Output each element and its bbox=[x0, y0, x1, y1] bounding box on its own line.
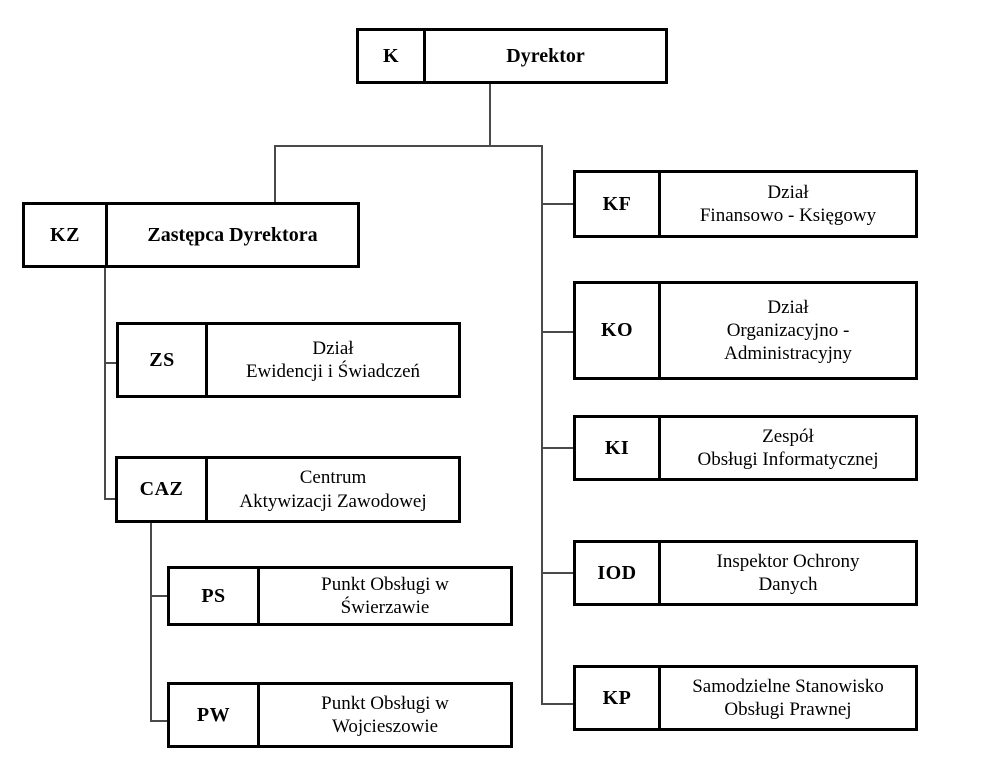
connector-to-deputy bbox=[274, 145, 276, 202]
connector-stub-pw bbox=[150, 720, 169, 722]
node-ko-code: KO bbox=[576, 284, 661, 377]
connector-deputy-trunk bbox=[104, 268, 106, 499]
connector-stub-caz bbox=[104, 498, 117, 500]
node-ki[interactable]: KI Zespół Obsługi Informatycznej bbox=[573, 415, 918, 481]
node-director[interactable]: K Dyrektor bbox=[356, 28, 668, 84]
node-kf[interactable]: KF Dział Finansowo - Księgowy bbox=[573, 170, 918, 238]
node-iod-code: IOD bbox=[576, 543, 661, 603]
node-kf-name: Dział Finansowo - Księgowy bbox=[699, 181, 877, 226]
node-caz-code: CAZ bbox=[118, 459, 208, 520]
node-iod-name: Inspektor Ochrony Danych bbox=[716, 550, 860, 595]
node-kf-code: KF bbox=[576, 173, 661, 235]
node-ko-name: Dział Organizacyjno - Administracyjny bbox=[724, 296, 852, 365]
node-ps[interactable]: PS Punkt Obsługi w Świerzawie bbox=[167, 566, 513, 626]
connector-stub-iod bbox=[541, 572, 574, 574]
node-ps-name: Punkt Obsługi w Świerzawie bbox=[321, 573, 449, 618]
node-zs-code: ZS bbox=[119, 325, 208, 395]
node-deputy-name: Zastępca Dyrektora bbox=[147, 223, 318, 246]
node-director-name: Dyrektor bbox=[506, 44, 585, 67]
connector-stub-ki bbox=[541, 447, 574, 449]
node-ki-name: Zespół Obsługi Informatycznej bbox=[697, 425, 879, 470]
node-ki-code: KI bbox=[576, 418, 661, 478]
node-kp-code: KP bbox=[576, 668, 661, 728]
node-ps-code: PS bbox=[170, 569, 260, 623]
connector-stub-kp bbox=[541, 703, 574, 705]
node-ko[interactable]: KO Dział Organizacyjno - Administracyjny bbox=[573, 281, 918, 380]
node-pw-code: PW bbox=[170, 685, 260, 745]
node-caz[interactable]: CAZ Centrum Aktywizacji Zawodowej bbox=[115, 456, 461, 523]
node-iod[interactable]: IOD Inspektor Ochrony Danych bbox=[573, 540, 918, 606]
connector-main-bus bbox=[274, 145, 543, 147]
node-kp[interactable]: KP Samodzielne Stanowisko Obsługi Prawne… bbox=[573, 665, 918, 731]
connector-stub-zs bbox=[104, 362, 117, 364]
node-zs-name: Dział Ewidencji i Świadczeń bbox=[245, 337, 421, 382]
connector-stub-kf bbox=[541, 203, 574, 205]
node-pw-name: Punkt Obsługi w Wojcieszowie bbox=[321, 692, 449, 737]
node-caz-name: Centrum Aktywizacji Zawodowej bbox=[239, 467, 427, 512]
node-deputy[interactable]: KZ Zastępca Dyrektora bbox=[22, 202, 360, 268]
connector-stub-ps bbox=[150, 595, 169, 597]
node-kp-name: Samodzielne Stanowisko Obsługi Prawnej bbox=[692, 675, 884, 720]
node-deputy-code: KZ bbox=[25, 205, 108, 265]
node-director-code: K bbox=[359, 31, 426, 81]
node-zs[interactable]: ZS Dział Ewidencji i Świadczeń bbox=[116, 322, 461, 398]
connector-director-stem bbox=[489, 84, 491, 146]
node-pw[interactable]: PW Punkt Obsługi w Wojcieszowie bbox=[167, 682, 513, 748]
connector-stub-ko bbox=[541, 331, 574, 333]
connector-right-trunk bbox=[541, 145, 543, 704]
connector-caz-trunk bbox=[150, 523, 152, 721]
